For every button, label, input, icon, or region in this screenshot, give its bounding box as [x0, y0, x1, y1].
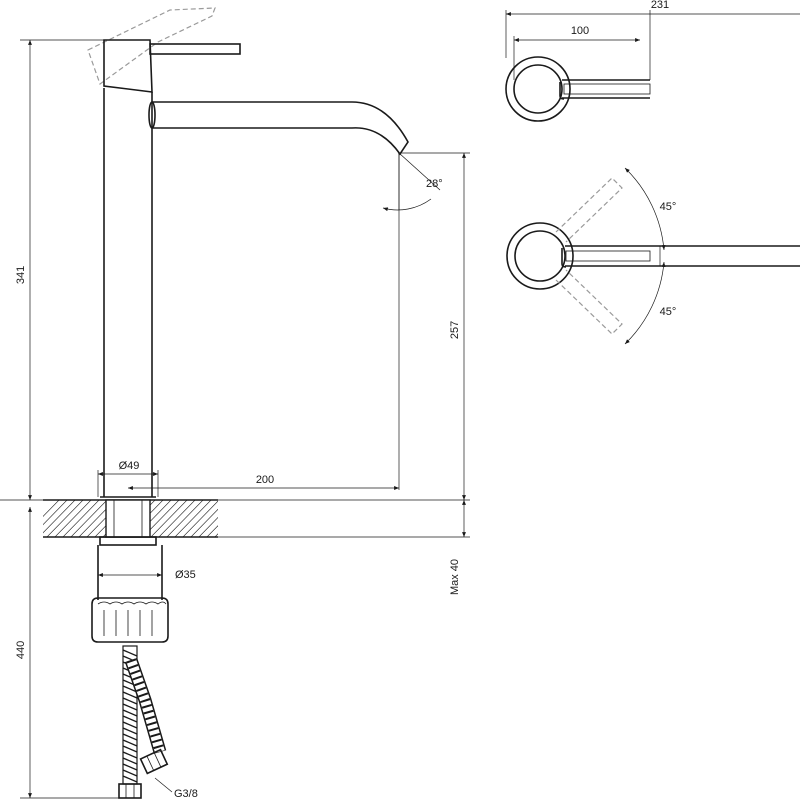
side-view: 341 440 257 Max 40 200 Ø49 Ø35 28° G3/8 [0, 7, 470, 800]
label-spout-angle: 28° [426, 178, 443, 190]
label-hose-length: 440 [15, 641, 27, 659]
countertop-section [43, 497, 294, 540]
hatch-line [62, 500, 100, 537]
hatch-line [190, 508, 218, 537]
extension-lines [0, 39, 470, 799]
hatch-line [236, 497, 278, 540]
label-shank-diameter: Ø35 [175, 569, 196, 581]
handle-swing-up-dashed [555, 177, 623, 243]
hatch-line [214, 533, 218, 537]
label-spout-reach: 200 [256, 474, 274, 486]
label-swing-angle-top: 45° [660, 201, 677, 213]
dimension-lines [28, 40, 466, 798]
hatch-line [174, 500, 212, 537]
hatch-line [43, 500, 60, 517]
hatch-line [182, 500, 218, 537]
label-handle-offset: 100 [571, 25, 589, 37]
label-total-width: 231 [651, 0, 669, 11]
top-view-handle-swing: 45° 45° [506, 167, 800, 345]
flexible-hose-right [124, 657, 169, 775]
hatch-line [70, 500, 108, 537]
label-body-diameter: Ø49 [119, 460, 140, 472]
hatch-line [166, 500, 204, 537]
label-total-height: 341 [15, 266, 27, 284]
faucet-body [100, 88, 156, 498]
handle-swing-down-dashed [555, 269, 623, 335]
label-max-counter: Max 40 [449, 559, 461, 595]
hatch-line [54, 500, 92, 537]
hatch-line [43, 500, 68, 526]
label-swing-angle-bottom: 45° [660, 306, 677, 318]
mounting-shank [97, 536, 163, 600]
label-spout-height: 257 [449, 321, 461, 339]
top-view-dimensions: 231 100 [505, 0, 800, 122]
spout [148, 101, 409, 156]
hatch-line [244, 497, 286, 540]
hatch-line [150, 500, 188, 537]
countertop-hatching [43, 497, 294, 540]
hatch-line [228, 497, 270, 540]
hatch-line [252, 497, 294, 540]
lever-handle [103, 39, 241, 93]
mounting-nut [91, 597, 169, 643]
hatch-line [220, 497, 262, 540]
label-connection-thread: G3/8 [174, 788, 198, 800]
hatch-line [46, 500, 84, 537]
hatch-line [206, 525, 218, 537]
hatch-line [158, 500, 196, 537]
hatch-line [198, 517, 218, 537]
hatch-line [43, 500, 76, 534]
lever-handle-dashed [87, 7, 216, 85]
